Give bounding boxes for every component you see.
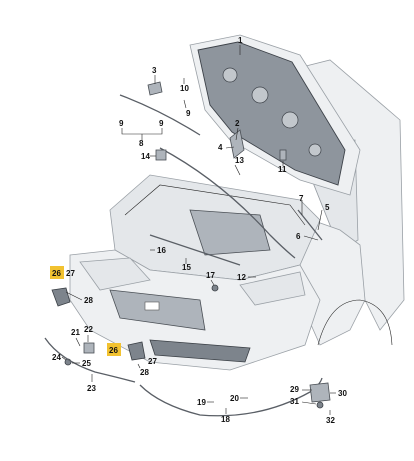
callout-17: 17 [206, 271, 215, 280]
leader-5 [317, 209, 323, 231]
car-body [69, 59, 405, 371]
callout-19: 19 [197, 398, 206, 407]
callout-15: 15 [182, 263, 191, 272]
hood-cutout-2 [251, 86, 269, 104]
callout-4: 4 [218, 143, 223, 152]
callout-9-c: 9 [186, 109, 191, 118]
callout-22: 22 [84, 325, 93, 334]
callout-9-b: 9 [159, 119, 164, 128]
leader-6 [303, 235, 319, 241]
callout-6: 6 [296, 232, 301, 241]
clip-14 [155, 149, 167, 161]
callout-1: 1 [238, 36, 243, 45]
highlight-26-left [50, 266, 64, 279]
parts [44, 81, 331, 417]
leader-4 [225, 146, 235, 149]
leader-21 [75, 337, 81, 347]
callout-21: 21 [71, 328, 80, 337]
callout-28-a: 28 [84, 296, 93, 305]
leader-28b [137, 363, 141, 369]
hood-cutout-4 [308, 143, 322, 157]
cable-23 [44, 337, 136, 383]
leader-17 [210, 279, 215, 286]
callout-16: 16 [157, 246, 166, 255]
wheel-arch [317, 299, 393, 346]
right-headlight [239, 271, 306, 306]
leader-lines [61, 45, 336, 415]
latch-26-lower [127, 341, 146, 361]
callout-23: 23 [87, 384, 96, 393]
part-17 [211, 284, 219, 292]
callout-26-left: 26 [52, 269, 61, 278]
callout-24: 24 [52, 353, 61, 362]
callout-27-b: 27 [148, 357, 157, 366]
lower-grille [149, 339, 251, 363]
leader-31 [301, 401, 317, 405]
callout-31: 31 [290, 397, 299, 406]
callout-28-b: 28 [140, 368, 149, 377]
seal-strip-8 [119, 94, 201, 136]
callout-5: 5 [325, 203, 330, 212]
leader-13 [234, 164, 241, 176]
callout-12: 12 [237, 273, 246, 282]
part-31 [316, 401, 324, 409]
callout-13: 13 [235, 156, 244, 165]
hood-cutout-1 [222, 67, 238, 83]
seal-strip-13 [159, 147, 296, 259]
callout-8: 8 [139, 139, 144, 148]
radiator-support [189, 209, 271, 256]
latch-26-left [51, 287, 71, 307]
badge [144, 301, 160, 311]
callout-10: 10 [180, 84, 189, 93]
hood-cutout-3 [281, 111, 299, 129]
leader-28a [65, 291, 83, 301]
part-22 [83, 342, 95, 354]
callout-14: 14 [141, 152, 150, 161]
leader-2 [235, 127, 239, 141]
callout-30: 30 [338, 389, 347, 398]
engine-bay-rim [124, 184, 306, 226]
callout-labels: 1 2 3 4 5 6 7 8 9 9 9 10 11 12 13 14 15 … [52, 36, 347, 425]
callout-32: 32 [326, 416, 335, 425]
callout-29: 29 [290, 385, 299, 394]
left-headlight [79, 257, 151, 291]
callout-18: 18 [221, 415, 230, 424]
bracket-8 [121, 128, 163, 135]
part-11 [279, 149, 287, 161]
callout-7: 7 [299, 194, 304, 203]
callout-20: 20 [230, 394, 239, 403]
release-handle-30 [309, 382, 331, 403]
leader-24 [61, 356, 67, 361]
bracket-3 [147, 81, 163, 96]
highlight-26-lower [107, 343, 121, 356]
callout-26-lower: 26 [109, 346, 118, 355]
callout-25: 25 [82, 359, 91, 368]
callout-3: 3 [152, 66, 157, 75]
callout-27-a: 27 [66, 269, 75, 278]
hinge-2 [229, 129, 245, 159]
callout-11: 11 [278, 165, 287, 174]
leader-9 [183, 99, 187, 109]
prop-rod-15 [149, 234, 241, 266]
hood [189, 34, 361, 196]
callout-9-a: 9 [119, 119, 124, 128]
callout-2: 2 [235, 119, 240, 128]
